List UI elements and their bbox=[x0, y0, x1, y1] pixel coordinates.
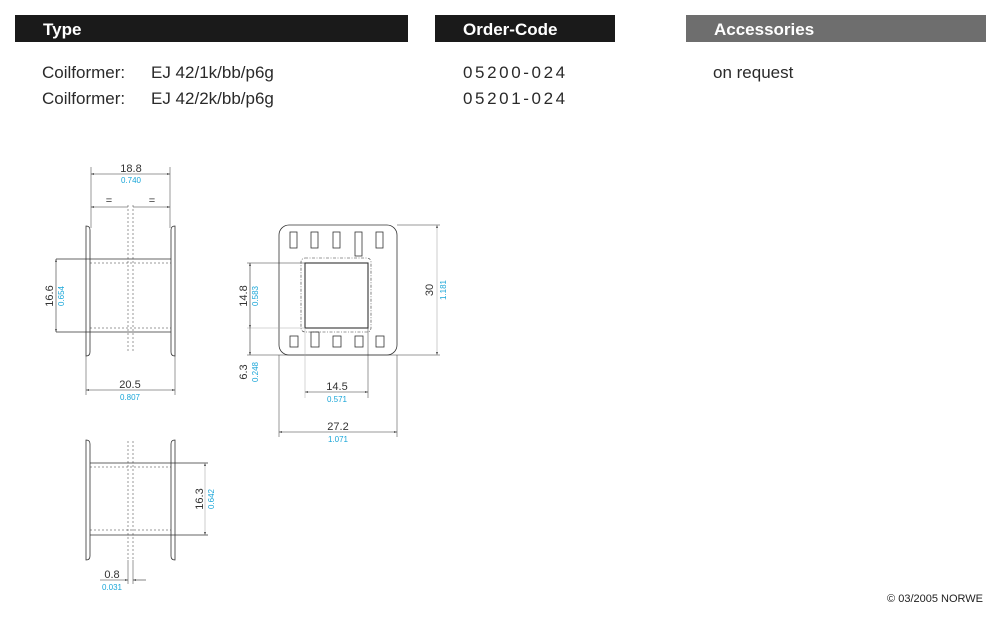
bottom-view bbox=[85, 439, 208, 584]
side-view bbox=[55, 167, 176, 395]
front-view bbox=[247, 224, 440, 437]
order-code-2: 05201-024 bbox=[463, 89, 568, 108]
inner-height-mm: 14.8 bbox=[238, 285, 250, 306]
order-code-column-header: Order-Code bbox=[435, 15, 615, 42]
equal-mark-right: = bbox=[149, 195, 155, 207]
inner-window bbox=[304, 262, 369, 329]
top-width-in: 0.740 bbox=[121, 176, 142, 185]
row-label: Coilformer: bbox=[42, 63, 126, 82]
height-mm: 16.6 bbox=[44, 285, 56, 306]
type-column-header: Type bbox=[15, 15, 408, 42]
total-width-mm: 27.2 bbox=[327, 421, 348, 433]
row-label: Coilformer: bbox=[42, 89, 126, 108]
order-code-1: 05200-024 bbox=[463, 63, 568, 82]
accessories-column-header: Accessories bbox=[686, 15, 986, 42]
product-type: EJ 42/2k/bb/p6g bbox=[151, 89, 274, 108]
inner-width-mm: 14.5 bbox=[326, 381, 347, 393]
bottom-height-mm: 16.3 bbox=[194, 488, 206, 509]
inner-width-in: 0.571 bbox=[327, 395, 348, 404]
offset-in: 0.248 bbox=[251, 361, 260, 382]
offset-mm: 6.3 bbox=[238, 364, 250, 379]
top-width-mm: 18.8 bbox=[120, 163, 141, 175]
total-height-mm: 30 bbox=[424, 284, 436, 296]
product-type: EJ 42/1k/bb/p6g bbox=[151, 63, 274, 82]
bottom-width-mm: 20.5 bbox=[119, 379, 140, 391]
copyright-notice: © 03/2005 NORWE bbox=[887, 593, 983, 605]
accessories-value: on request bbox=[713, 63, 794, 82]
slot-width-in: 0.031 bbox=[102, 583, 123, 592]
equal-mark-left: = bbox=[106, 195, 112, 207]
left-flange bbox=[85, 225, 91, 357]
right-flange bbox=[170, 225, 176, 357]
total-height-in: 1.181 bbox=[439, 279, 448, 300]
bottom-width-in: 0.807 bbox=[120, 393, 141, 402]
height-in: 0.654 bbox=[57, 285, 66, 306]
total-width-in: 1.071 bbox=[328, 435, 349, 444]
slot-width-mm: 0.8 bbox=[104, 569, 119, 581]
inner-height-in: 0.583 bbox=[251, 285, 260, 306]
bottom-height-in: 0.642 bbox=[207, 488, 216, 509]
